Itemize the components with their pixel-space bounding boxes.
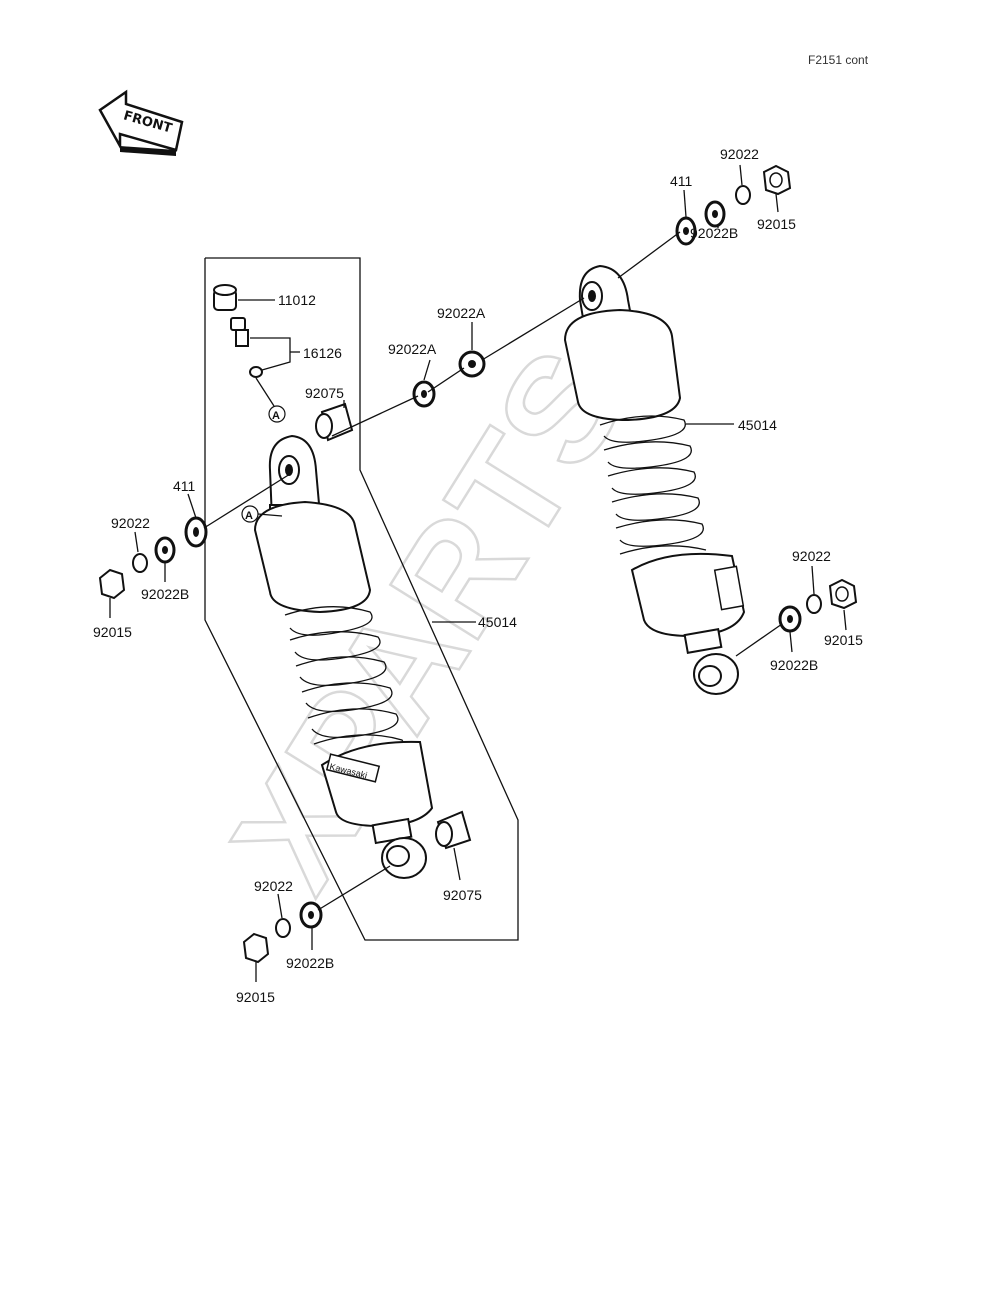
ref-marker-a-top: A — [268, 405, 286, 423]
washer-92022B-right-top — [704, 200, 726, 228]
label-92075-top: 92075 — [305, 385, 344, 401]
label-92022-right-top: 92022 — [720, 146, 759, 162]
lockwasher-92022-right-top — [735, 185, 751, 205]
label-92015-left-bottom: 92015 — [236, 989, 275, 1005]
nut-92015-left-top — [98, 568, 126, 600]
nut-92015-right-top — [762, 164, 792, 196]
part-labels: 11012 16126 92075 92022A 92022A 411 9202… — [93, 146, 863, 1005]
label-92022B-right-bottom: 92022B — [770, 657, 818, 673]
label-92022-left-top: 92022 — [111, 515, 150, 531]
valve-16126 — [230, 317, 263, 378]
label-411-left: 411 — [173, 478, 196, 494]
label-16126: 16126 — [303, 345, 342, 361]
kit-boundary — [204, 257, 519, 941]
washer-92022B-left-bottom — [299, 901, 323, 929]
lockwasher-92022-left-top — [132, 553, 148, 573]
label-45014-right: 45014 — [738, 417, 777, 433]
cap-11012 — [213, 284, 237, 311]
nut-92015-right-bottom — [828, 578, 858, 610]
leader-lines — [109, 164, 847, 982]
nut-92015-left-bottom — [242, 932, 270, 964]
front-arrow-icon: FRONT — [98, 89, 184, 156]
washer-92022B-right-bottom — [778, 605, 802, 633]
lockwasher-92022-right-bottom — [806, 594, 822, 614]
label-92022B-left-bottom: 92022B — [286, 955, 334, 971]
washer-92022A-left — [412, 380, 436, 408]
collar-92075-bottom — [435, 810, 472, 850]
label-92015-left-top: 92015 — [93, 624, 132, 640]
label-11012: 11012 — [278, 292, 316, 308]
label-92022B-right-top: 92022B — [690, 225, 738, 241]
label-411-right: 411 — [670, 173, 693, 189]
label-92015-right-bottom: 92015 — [824, 632, 863, 648]
svg-text:A: A — [272, 410, 280, 422]
collar-92075-top — [315, 402, 354, 442]
label-45014-left: 45014 — [478, 614, 517, 630]
left-shock-absorber: Kawasaki — [253, 434, 434, 879]
washer-92022A-right — [458, 350, 486, 378]
label-92015-right-top: 92015 — [757, 216, 796, 232]
svg-text:A: A — [245, 510, 253, 522]
washer-411-left — [184, 516, 208, 548]
ref-marker-a-bottom: A — [241, 505, 259, 523]
page-reference: F2151 cont — [808, 53, 869, 67]
label-92022A-right: 92022A — [437, 305, 486, 321]
label-92022-right-bottom: 92022 — [792, 548, 831, 564]
right-shock-absorber — [563, 264, 746, 695]
label-92075-bottom: 92075 — [443, 887, 482, 903]
washer-92022B-left-top — [154, 536, 176, 564]
label-92022A-left: 92022A — [388, 341, 437, 357]
label-92022-left-bottom: 92022 — [254, 878, 293, 894]
label-92022B-left-top: 92022B — [141, 586, 189, 602]
lockwasher-92022-left-bottom — [275, 918, 291, 938]
washer-411-right — [675, 216, 697, 246]
